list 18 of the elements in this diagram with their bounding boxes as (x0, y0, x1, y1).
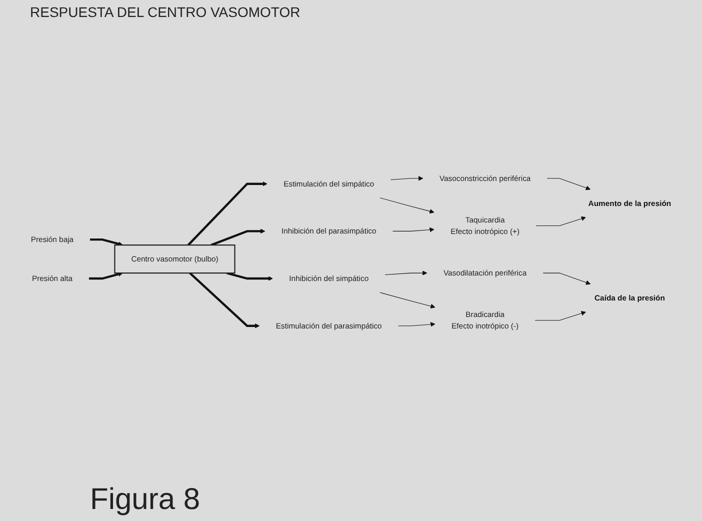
arrow (380, 292, 436, 309)
arrow (88, 272, 123, 280)
arrow (226, 272, 273, 282)
arrow (542, 273, 591, 286)
arrow (534, 311, 586, 321)
arrow (187, 182, 268, 246)
arrow (90, 238, 123, 246)
arrow (390, 176, 424, 182)
diagram-title: RESPUESTA DEL CENTRO VASOMOTOR (30, 4, 302, 20)
arrow (189, 272, 260, 328)
arrow (546, 178, 591, 190)
arrow (210, 229, 266, 246)
arrow (384, 270, 428, 276)
arrow (380, 198, 434, 214)
figure-caption: Figura 8 (90, 483, 202, 517)
arrow (392, 228, 434, 232)
arrow (536, 216, 586, 226)
arrow (398, 322, 436, 328)
